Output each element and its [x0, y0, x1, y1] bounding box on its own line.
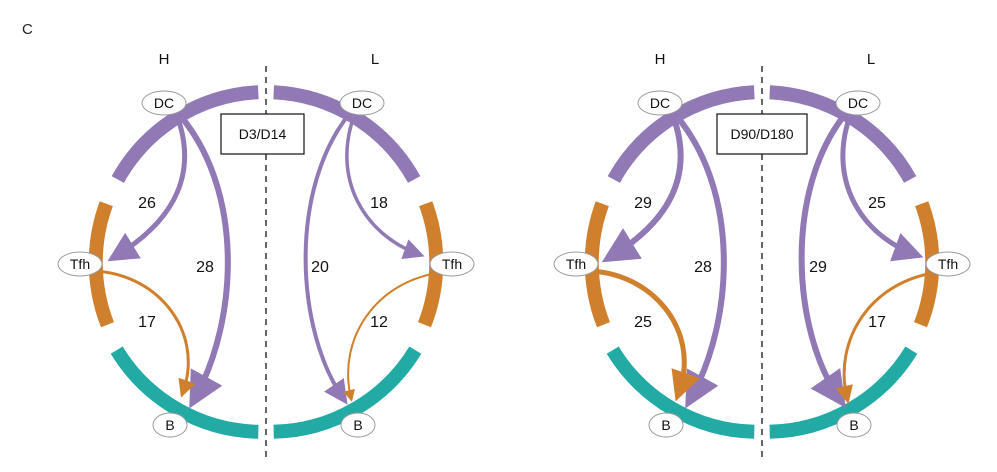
edge-tfh-b-left [87, 269, 196, 398]
node-dc-left: DC [141, 90, 187, 116]
edge-dc-b-right [303, 111, 352, 405]
node-tfh-left: Tfh [57, 251, 103, 277]
timepoint-label: D3/D14 [239, 126, 287, 142]
edge-label-dc-b-left: 28 [694, 259, 712, 276]
edge-label-dc-tfh-left: 29 [634, 195, 652, 212]
header-right: L [371, 51, 379, 68]
node-label: B [353, 417, 362, 433]
edge-tfh-b-left [583, 268, 700, 402]
node-tfh-left: Tfh [553, 251, 599, 277]
edge-label-dc-tfh-right: 18 [370, 195, 388, 212]
node-label: DC [352, 95, 372, 111]
node-b-left: B [152, 412, 188, 438]
node-tfh-right: Tfh [925, 251, 971, 277]
node-label: DC [154, 95, 174, 111]
node-label: Tfh [70, 256, 90, 272]
diagram-d90-d180: H L 29 28 25 25 29 17 D90/D180 DC DC Tfh [553, 51, 971, 458]
arc-b-right [769, 346, 918, 439]
diagram-d3-d14: H L 26 28 17 18 20 12 D3/D14 DC DC Tfh [57, 51, 475, 458]
node-label: B [661, 417, 670, 433]
panel-letter: C [22, 21, 33, 38]
edge-label-tfh-b-left: 17 [138, 314, 156, 331]
edge-tfh-b-right [835, 270, 941, 404]
node-label: B [849, 417, 858, 433]
node-label: Tfh [938, 256, 958, 272]
node-dc-left: DC [637, 90, 683, 116]
node-label: DC [650, 95, 670, 111]
timepoint-box [716, 113, 808, 155]
arc-dc-right [273, 85, 421, 183]
node-dc-right: DC [339, 90, 385, 116]
edge-dc-tfh-left [107, 112, 188, 262]
header-left: H [655, 51, 666, 68]
node-b-right: B [836, 412, 872, 438]
edge-label-dc-tfh-left: 26 [138, 195, 156, 212]
timepoint-box [220, 113, 305, 155]
edge-dc-b-left [671, 111, 727, 409]
node-b-right: B [340, 412, 376, 438]
edge-dc-tfh-left [601, 111, 684, 263]
edge-label-dc-tfh-right: 25 [868, 195, 886, 212]
node-b-left: B [648, 412, 684, 438]
header-right: L [867, 51, 875, 68]
edge-label-dc-b-right: 29 [809, 259, 827, 276]
header-left: H [159, 51, 170, 68]
edge-label-tfh-b-right: 17 [868, 314, 886, 331]
edge-label-tfh-b-left: 25 [634, 314, 652, 331]
edge-tfh-b-right [343, 271, 445, 402]
node-label: Tfh [566, 256, 586, 272]
edge-label-tfh-b-right: 12 [370, 314, 388, 331]
edge-dc-tfh-right [840, 112, 924, 262]
edge-dc-tfh-right [345, 112, 425, 260]
node-dc-right: DC [835, 90, 881, 116]
node-label: B [165, 417, 174, 433]
node-label: DC [848, 95, 868, 111]
arc-b-left [606, 346, 755, 439]
edge-label-dc-b-left: 28 [196, 259, 214, 276]
edge-dc-b-right [798, 111, 849, 408]
arc-b-right [273, 346, 422, 439]
arc-b-left [110, 346, 259, 439]
edge-label-dc-b-right: 20 [311, 259, 329, 276]
edge-dc-b-left [175, 111, 231, 409]
node-tfh-right: Tfh [429, 251, 475, 277]
timepoint-label: D90/D180 [730, 126, 793, 142]
node-label: Tfh [442, 256, 462, 272]
